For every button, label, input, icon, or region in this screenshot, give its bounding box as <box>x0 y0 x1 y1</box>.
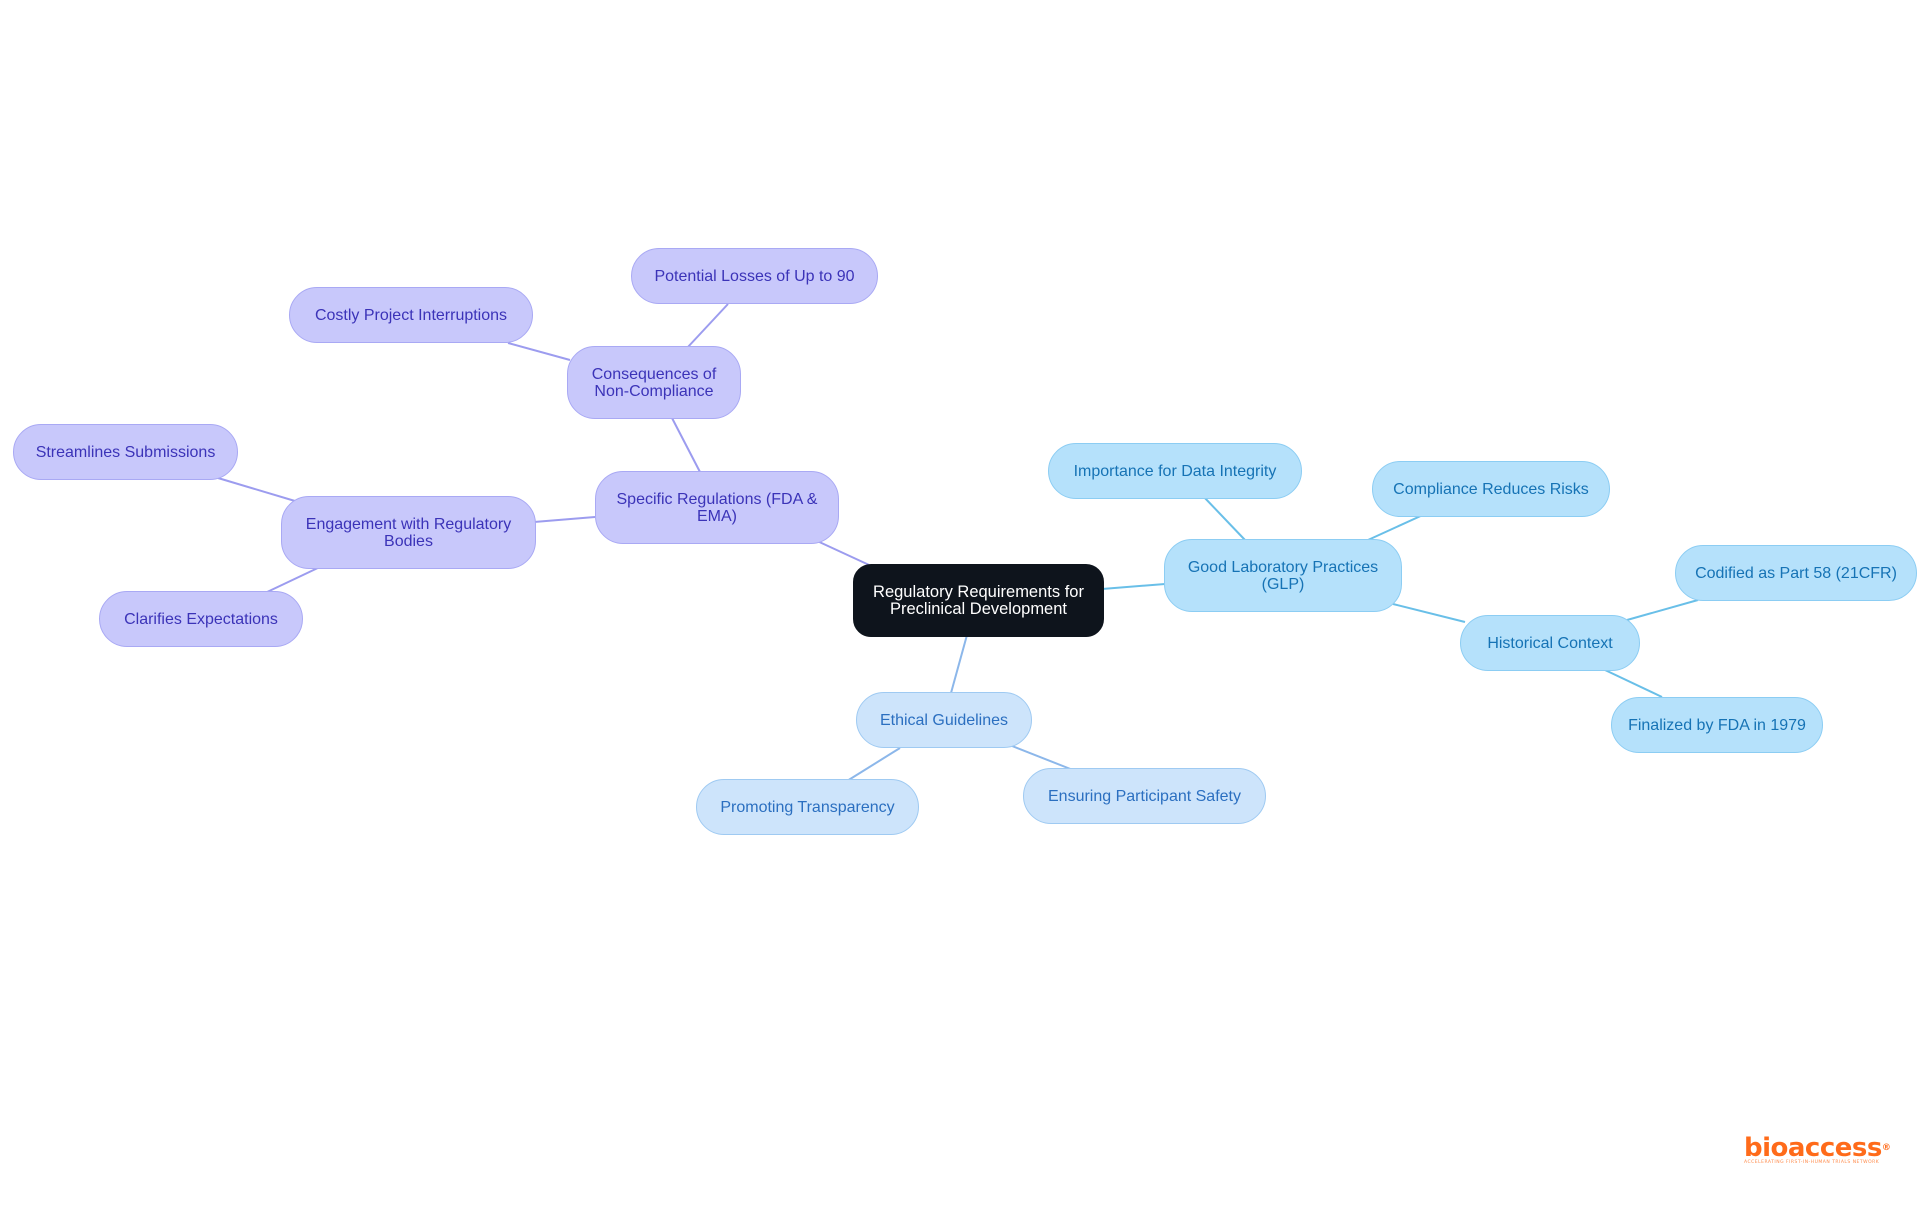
blue-connectors <box>1101 495 1699 698</box>
connector-historical-finalized <box>1604 669 1663 698</box>
light-blue-connectors <box>846 634 1074 782</box>
compliance-reduces-node[interactable]: Compliance Reduces Risks <box>1372 461 1610 517</box>
connector-engagement-clarifies <box>264 565 323 594</box>
connector-glp-compliance <box>1367 513 1426 541</box>
connector-ethical-safety <box>1011 745 1074 771</box>
logo-registered-mark: ® <box>1881 1143 1891 1153</box>
engagement-node[interactable]: Engagement with Regulatory Bodies <box>281 496 536 569</box>
potential-losses-node[interactable]: Potential Losses of Up to 90 <box>631 248 878 304</box>
ethical-guidelines-node[interactable]: Ethical Guidelines <box>856 692 1032 748</box>
promoting-transparency-node[interactable]: Promoting Transparency <box>696 779 919 835</box>
logo-wordmark: bioaccess® <box>1744 1133 1891 1163</box>
logo-name: bioaccess <box>1744 1133 1882 1163</box>
streamlines-node[interactable]: Streamlines Submissions <box>13 424 238 480</box>
finalized-node[interactable]: Finalized by FDA in 1979 <box>1611 697 1823 753</box>
participant-safety-node[interactable]: Ensuring Participant Safety <box>1023 768 1266 824</box>
connector-ethical-transparency <box>846 747 901 782</box>
logo-tagline: ACCELERATING FIRST-IN-HUMAN TRIALS NETWO… <box>1744 1160 1880 1165</box>
specific-regulations-node[interactable]: Specific Regulations (FDA & EMA) <box>595 471 839 544</box>
connector-root-glp <box>1101 583 1166 590</box>
bioaccess-logo: bioaccess® ACCELERATING FIRST-IN-HUMAN T… <box>1744 1133 1891 1170</box>
clarifies-node[interactable]: Clarifies Expectations <box>99 591 303 647</box>
connector-root-ethical <box>950 634 968 694</box>
connector-engagement-streamlines <box>217 477 296 502</box>
consequences-node[interactable]: Consequences of Non-Compliance <box>567 346 741 419</box>
connector-glp-historical <box>1392 603 1466 623</box>
connector-specific-consequences <box>671 417 701 473</box>
data-integrity-node[interactable]: Importance for Data Integrity <box>1048 443 1302 499</box>
root-node[interactable]: Regulatory Requirements for Preclinical … <box>853 564 1104 637</box>
connector-glp-integrity <box>1202 495 1246 541</box>
connector-consequences-losses <box>686 303 729 349</box>
connector-specific-engagement <box>533 516 596 523</box>
codified-node[interactable]: Codified as Part 58 (21CFR) <box>1675 545 1917 601</box>
purple-connectors <box>217 303 881 594</box>
connector-consequences-costly <box>507 342 571 361</box>
historical-context-node[interactable]: Historical Context <box>1460 615 1640 671</box>
glp-node[interactable]: Good Laboratory Practices (GLP) <box>1164 539 1402 612</box>
connector-historical-codified <box>1626 599 1699 621</box>
costly-interruptions-node[interactable]: Costly Project Interruptions <box>289 287 533 343</box>
